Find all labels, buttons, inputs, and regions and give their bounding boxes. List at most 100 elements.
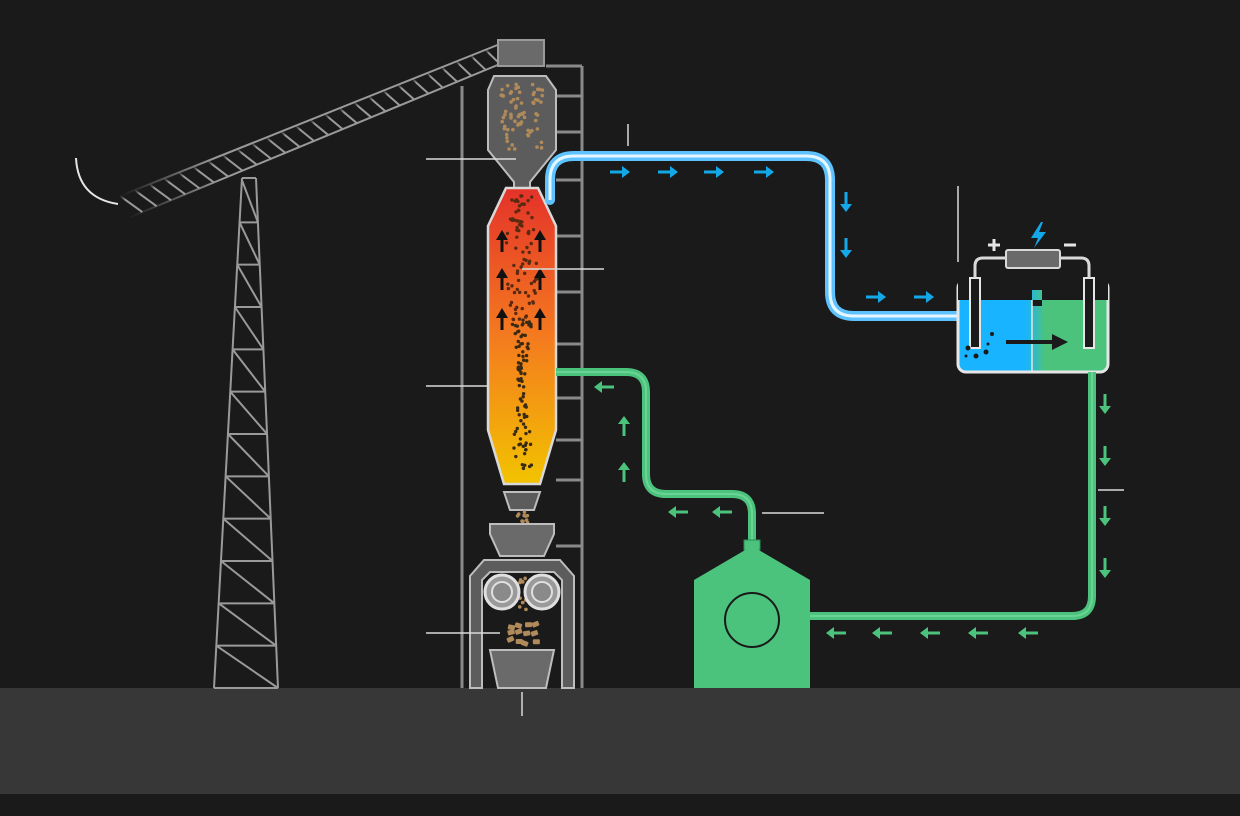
tower-brace: [227, 433, 270, 478]
briquette: [506, 635, 515, 643]
furnace-pellet: [522, 257, 526, 262]
recycle-flow-arrow-head: [826, 627, 834, 639]
furnace-pellet: [521, 354, 525, 359]
ore-pellet: [539, 146, 544, 150]
ore-pellet: [510, 143, 515, 147]
tower-brace: [224, 475, 272, 520]
furnace-pellet: [510, 198, 514, 202]
recycle-flow-arrow-head: [872, 627, 880, 639]
ore-pellet: [503, 112, 507, 117]
furnace-pellet: [515, 406, 520, 410]
truss-brace: [411, 78, 430, 95]
recycle-flow-arrow-head: [1099, 458, 1111, 466]
furnace-pellet: [527, 250, 531, 255]
furnace-pellet: [512, 446, 516, 450]
truss-brace: [382, 90, 401, 107]
press-pellet: [520, 600, 525, 605]
ore-pellet: [539, 140, 544, 145]
reducing-gas-pipe: [556, 368, 756, 542]
furnace-pellet: [515, 426, 520, 431]
tower-brace: [236, 264, 263, 308]
furnace-pellet: [531, 300, 535, 304]
ore-pellet: [511, 97, 516, 102]
tower-brace: [234, 306, 265, 350]
furnace-pellet: [516, 278, 521, 283]
furnace-pellet: [522, 271, 527, 276]
furnace-upflow-arrows: [496, 230, 546, 330]
anode: [969, 277, 981, 349]
ore-pellet: [522, 115, 527, 120]
tower-brace: [220, 560, 275, 605]
truss-brace: [309, 119, 329, 136]
recycle-flow-arrow-head: [920, 627, 928, 639]
furnace-pellet: [510, 284, 514, 288]
conveyor-tower: [213, 177, 279, 689]
ore-pellet: [505, 139, 510, 144]
briquette: [515, 638, 523, 645]
ore-pellet: [504, 132, 509, 137]
furnace-pellet: [511, 317, 516, 322]
press-pellet: [523, 576, 527, 581]
ore-pellet: [514, 86, 518, 91]
furnace-pellet: [521, 358, 526, 362]
truss-brace: [207, 160, 229, 178]
furnace-pellet: [517, 383, 522, 388]
truss-brace: [177, 171, 201, 190]
heater-fan: [724, 592, 780, 648]
furnace-pellet: [527, 301, 532, 306]
briquette: [531, 620, 540, 628]
furnace-pellet: [516, 377, 520, 381]
truss-brace: [236, 148, 258, 166]
furnace-pellet: [524, 314, 529, 318]
furnace-pellet: [526, 294, 531, 298]
furnace-pellet: [520, 220, 524, 224]
ore-pellet: [512, 147, 517, 151]
furnace-pellet: [516, 208, 521, 212]
furnace-pellet: [523, 463, 527, 467]
furnace-pellet: [515, 408, 520, 413]
up-arrow-head: [534, 308, 546, 318]
furnace-pellet: [527, 464, 532, 469]
furnace-pellet: [504, 241, 509, 245]
ore-pellet: [502, 124, 507, 129]
ore-pellet: [535, 127, 540, 131]
furnace-pellet: [524, 353, 529, 358]
furnace-pellet: [517, 329, 521, 333]
furnace-pellet: [526, 211, 530, 215]
truss-brace: [163, 177, 186, 196]
briquette: [520, 640, 529, 647]
furnace-pellet: [533, 291, 537, 295]
furnace-pellet: [525, 245, 529, 250]
ore-pellet: [509, 100, 513, 104]
furnace-pellet: [520, 323, 525, 327]
furnace-pellet: [530, 215, 534, 220]
bubble: [973, 353, 979, 359]
tower-brace: [231, 348, 267, 393]
bubble: [986, 342, 990, 346]
reducing-gas-flow-arrow-head: [594, 381, 602, 393]
furnace-pellet: [521, 391, 526, 396]
briquetting-press: [469, 523, 575, 689]
bubble: [972, 338, 976, 342]
furnace-pellet: [517, 344, 521, 349]
ore-pellet: [516, 114, 521, 119]
truss-brace: [323, 113, 344, 130]
furnace-pellet: [513, 331, 517, 336]
press-pellet: [517, 580, 522, 585]
furnace-pellet: [525, 320, 529, 325]
ore-pellet: [500, 87, 504, 92]
ore-pellet: [507, 147, 511, 151]
reducing-gas-flow-arrow-head: [618, 462, 630, 470]
ore-pellet: [535, 113, 540, 117]
ore-pellet: [501, 115, 506, 120]
power-supply: [1005, 249, 1061, 269]
up-arrow-head: [534, 268, 546, 278]
furnace-pellet: [528, 442, 533, 447]
furnace-pellet: [518, 437, 523, 441]
furnace-pellet: [520, 341, 525, 346]
briquette: [507, 629, 515, 636]
conveyor-tail-arc: [75, 157, 119, 205]
furnace-pellet: [518, 397, 523, 401]
truss-brace: [367, 95, 387, 113]
furnace-pellet: [514, 345, 518, 349]
